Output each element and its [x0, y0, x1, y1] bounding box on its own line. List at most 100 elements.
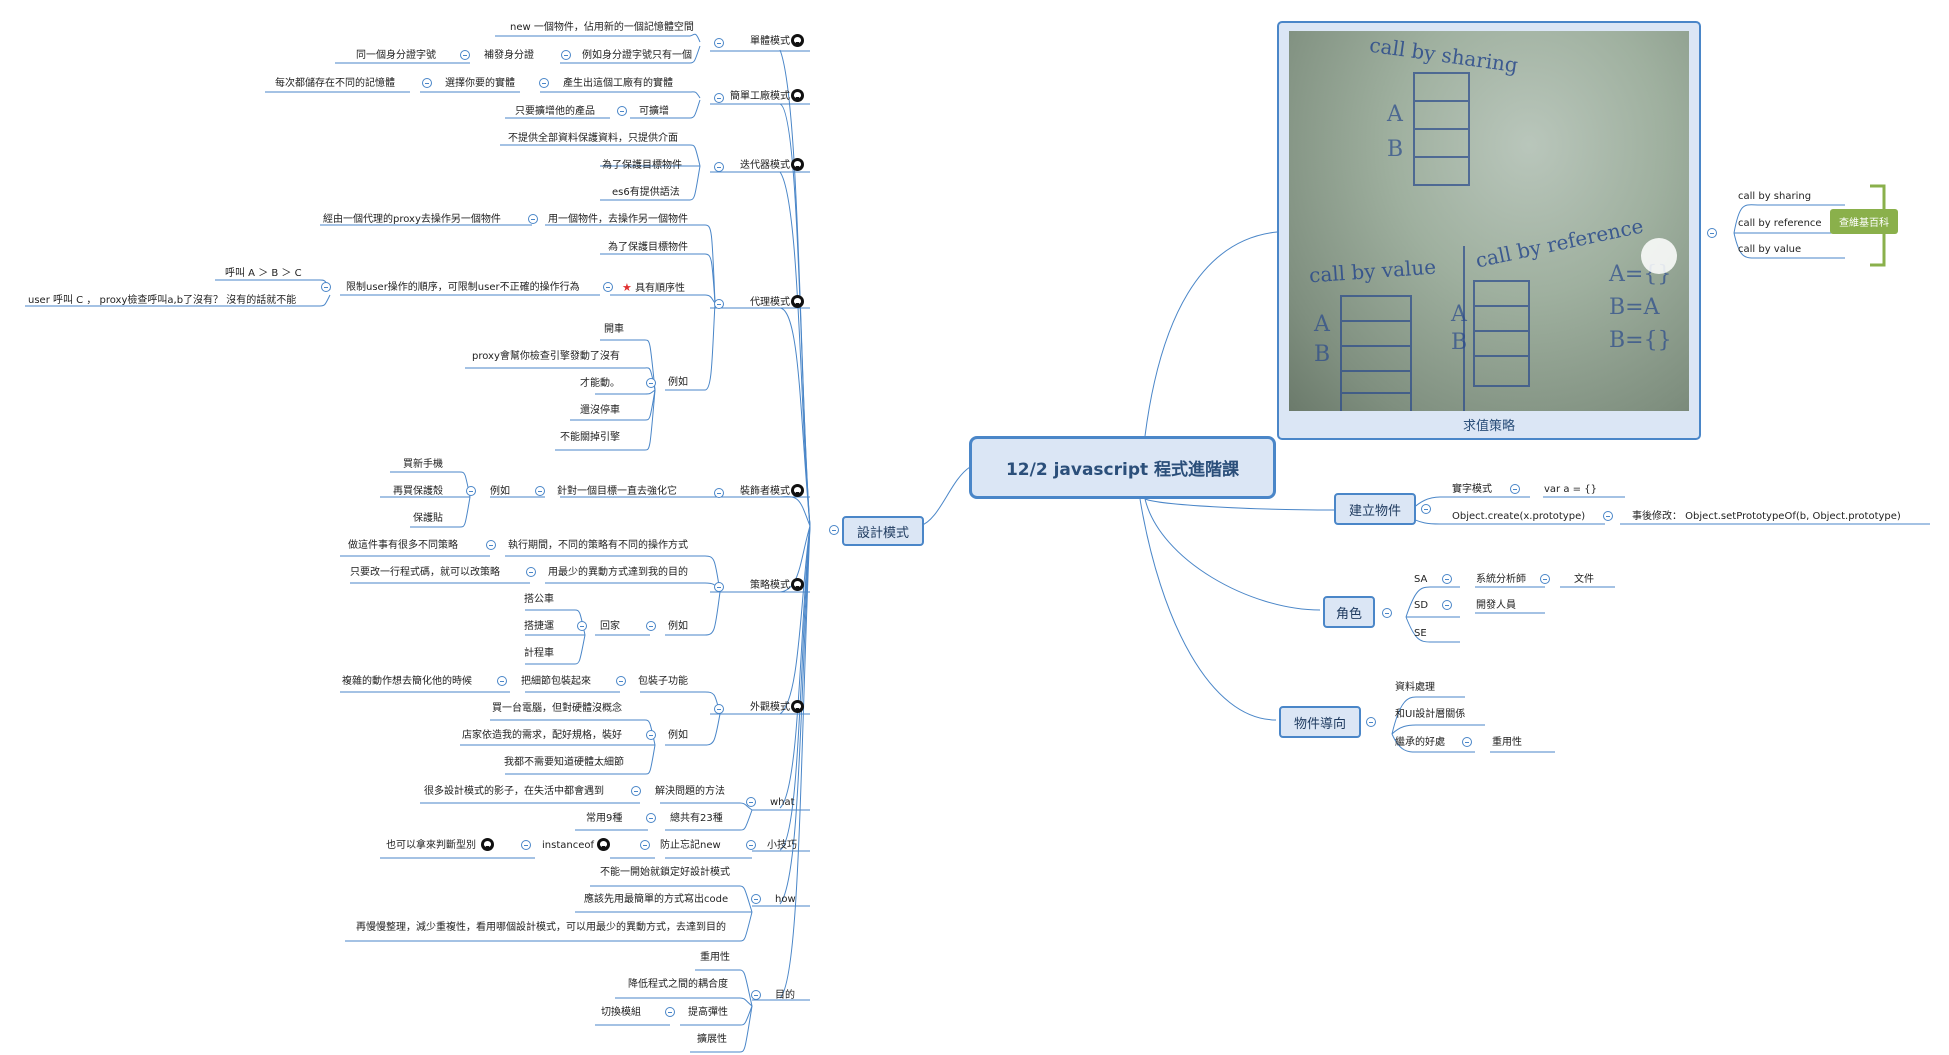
topic-oop[interactable]: 物件導向: [1279, 706, 1361, 738]
how-label[interactable]: how: [775, 894, 796, 905]
collapse-icon[interactable]: [1462, 737, 1472, 747]
singleton-label[interactable]: 單體模式: [750, 36, 790, 47]
collapse-icon[interactable]: [1707, 228, 1717, 238]
collapse-icon[interactable]: [746, 840, 756, 850]
collapse-icon[interactable]: [640, 840, 650, 850]
collapse-icon[interactable]: [714, 704, 724, 714]
github-icon[interactable]: [791, 34, 804, 47]
collapse-icon[interactable]: [1382, 608, 1392, 618]
singleton-child-1: new 一個物件，佔用新的一個記憶體空間: [510, 22, 694, 33]
facade-example-3: 我都不需要知道硬體太細節: [504, 757, 624, 768]
collapse-icon[interactable]: [321, 282, 331, 292]
tips-child-1: 防止忘記new: [660, 840, 721, 851]
collapse-icon[interactable]: [616, 676, 626, 686]
facade-label[interactable]: 外觀模式: [750, 702, 790, 713]
collapse-icon[interactable]: [1421, 504, 1431, 514]
collapse-icon[interactable]: [631, 786, 641, 796]
collapse-icon[interactable]: [535, 486, 545, 496]
factory-child-1b: 每次都儲存在不同的記憶體: [275, 78, 395, 89]
collapse-icon[interactable]: [751, 894, 761, 904]
github-icon[interactable]: [791, 295, 804, 308]
collapse-icon[interactable]: [1442, 600, 1452, 610]
collapse-icon[interactable]: [561, 50, 571, 60]
topic-create-object[interactable]: 建立物件: [1334, 493, 1416, 525]
facade-example: 例如: [668, 730, 688, 741]
whiteboard-photo: call by sharing call by value call by re…: [1289, 31, 1689, 411]
github-icon[interactable]: [597, 838, 610, 851]
wiki-callout[interactable]: 查維基百科: [1830, 209, 1898, 234]
create-child-2a: 事後修改： Object.setPrototypeOf(b, Object.pr…: [1632, 511, 1901, 522]
role-se: SE: [1414, 628, 1427, 639]
oop-child-3a: 重用性: [1492, 737, 1522, 748]
collapse-icon[interactable]: [646, 378, 656, 388]
facade-example-2: 店家依造我的需求，配好規格，裝好: [462, 730, 622, 741]
what-label[interactable]: what: [770, 797, 795, 808]
factory-child-1a: 選擇你要的實體: [445, 78, 515, 89]
tips-label[interactable]: 小技巧: [767, 840, 797, 851]
collapse-design-icon[interactable]: [829, 525, 839, 535]
topic-roles[interactable]: 角色: [1323, 596, 1375, 628]
github-icon[interactable]: [791, 578, 804, 591]
collapse-icon[interactable]: [497, 676, 507, 686]
collapse-icon[interactable]: [539, 78, 549, 88]
collapse-icon[interactable]: [665, 1007, 675, 1017]
collapse-icon[interactable]: [646, 730, 656, 740]
github-icon[interactable]: [791, 700, 804, 713]
goal-child-1: 重用性: [700, 952, 730, 963]
collapse-icon[interactable]: [1366, 717, 1376, 727]
collapse-icon[interactable]: [577, 621, 587, 631]
collapse-icon[interactable]: [466, 486, 476, 496]
svg-text:B: B: [1314, 342, 1330, 367]
collapse-icon[interactable]: [751, 990, 761, 1000]
collapse-icon[interactable]: [1442, 574, 1452, 584]
collapse-icon[interactable]: [486, 540, 496, 550]
collapse-icon[interactable]: [714, 299, 724, 309]
proxy-example-4: 還沒停車: [580, 405, 620, 416]
topic-design-patterns[interactable]: 設計模式: [842, 516, 924, 546]
collapse-icon[interactable]: [646, 621, 656, 631]
strategy-label[interactable]: 策略模式: [750, 580, 790, 591]
collapse-icon[interactable]: [646, 813, 656, 823]
iterator-child-2: 為了保護目標物件: [602, 160, 682, 171]
factory-child-1: 產生出這個工廠有的實體: [563, 78, 673, 89]
iterator-label[interactable]: 迭代器模式: [740, 160, 790, 171]
collapse-icon[interactable]: [714, 93, 724, 103]
goal-child-3: 提高彈性: [688, 1007, 728, 1018]
collapse-icon[interactable]: [746, 797, 756, 807]
svg-text:A: A: [1313, 312, 1331, 337]
collapse-icon[interactable]: [603, 282, 613, 292]
collapse-icon[interactable]: [1603, 511, 1613, 521]
oop-child-3: 繼承的好處: [1395, 737, 1445, 748]
evaluation-strategy-image-topic[interactable]: call by sharing call by value call by re…: [1277, 21, 1701, 440]
collapse-icon[interactable]: [714, 38, 724, 48]
collapse-icon[interactable]: [1510, 484, 1520, 494]
github-icon[interactable]: [791, 158, 804, 171]
goal-child-2: 降低程式之間的耦合度: [628, 979, 728, 990]
collapse-icon[interactable]: [714, 488, 724, 498]
github-icon[interactable]: [481, 838, 494, 851]
strategy-child-2a: 只要改一行程式碼，就可以改策略: [350, 567, 500, 578]
factory-label[interactable]: 簡單工廠模式: [730, 91, 790, 102]
collapse-icon[interactable]: [422, 78, 432, 88]
collapse-icon[interactable]: [617, 106, 627, 116]
proxy-label[interactable]: 代理模式: [750, 297, 790, 308]
collapse-icon[interactable]: [1540, 574, 1550, 584]
decorator-label[interactable]: 裝飾者模式: [740, 486, 790, 497]
goal-label[interactable]: 目的: [775, 990, 795, 1001]
collapse-icon[interactable]: [521, 840, 531, 850]
strategy-child-2: 用最少的異動方式達到我的目的: [548, 567, 688, 578]
collapse-icon[interactable]: [714, 162, 724, 172]
collapse-icon[interactable]: [526, 567, 536, 577]
collapse-icon[interactable]: [528, 214, 538, 224]
central-topic[interactable]: 12/2 javascript 程式進階課: [969, 436, 1276, 499]
github-icon[interactable]: [791, 89, 804, 102]
strategy-home-1: 搭公車: [524, 594, 554, 605]
collapse-icon[interactable]: [714, 582, 724, 592]
factory-child-2a: 只要擴增他的產品: [515, 106, 595, 117]
github-icon[interactable]: [791, 484, 804, 497]
facade-child-1a: 把細節包裝起來: [521, 676, 591, 687]
oop-child-2: 和UI設計層關係: [1395, 709, 1466, 720]
whiteboard-drawing: A B A B A B A={} B=A B={}: [1313, 72, 1677, 411]
collapse-icon[interactable]: [460, 50, 470, 60]
